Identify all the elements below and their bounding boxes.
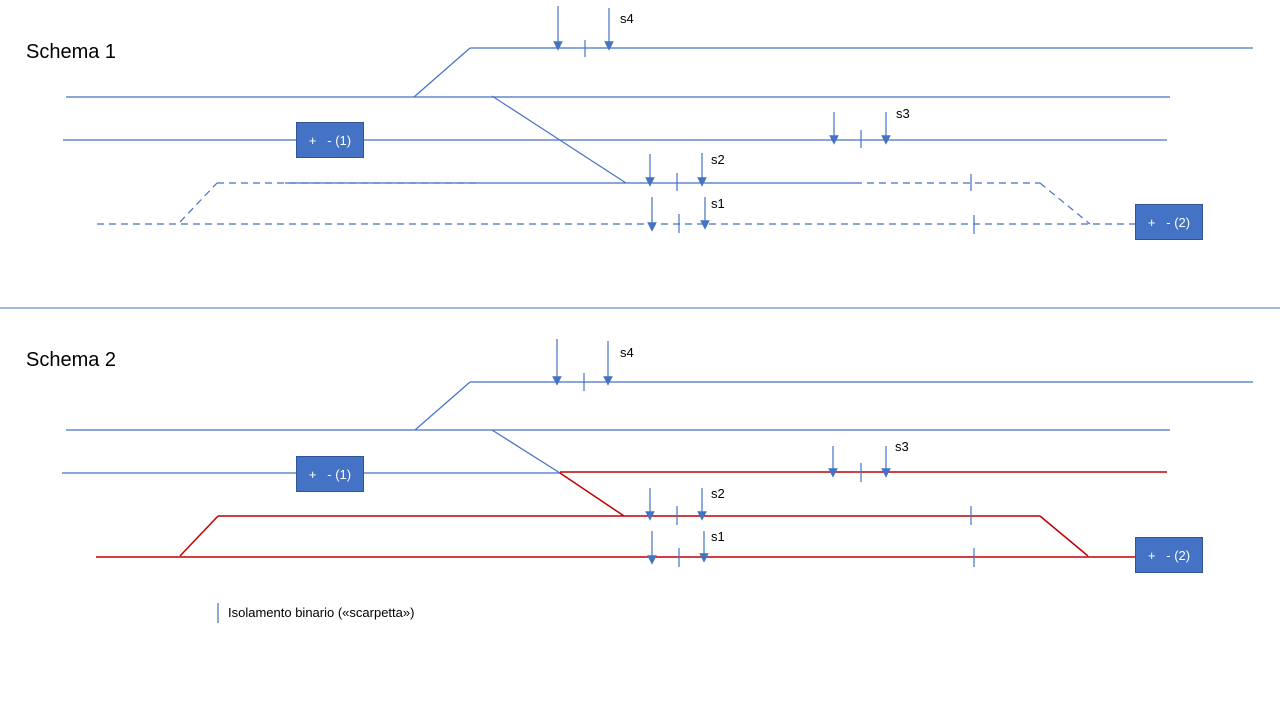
schema1-link-right	[1039, 182, 1091, 225]
legend-label: Isolamento binario («scarpetta»)	[228, 605, 415, 620]
schema1-switch-up	[413, 47, 471, 98]
schema1-switch-down	[491, 95, 627, 184]
powered-link-right	[1039, 515, 1089, 557]
power-supply-1: + - (1)	[296, 122, 364, 158]
signal-label-s4: s4	[620, 345, 634, 360]
schema1-title: Schema 1	[26, 41, 117, 63]
signal-label-s1: s1	[711, 529, 725, 544]
signal-label-s1: s1	[711, 196, 725, 211]
schema1-link-left	[179, 182, 218, 223]
schema2-powered-tracks	[96, 471, 1167, 558]
schema2-switch-up	[414, 381, 471, 431]
signal-label-s3: s3	[895, 439, 909, 454]
powered-switch	[559, 472, 625, 517]
powered-link-left	[179, 515, 219, 557]
power-supply-1: + - (1)	[296, 456, 364, 492]
signal-label-s3: s3	[896, 106, 910, 121]
schema2-markers	[645, 446, 975, 567]
schema2-switch-down	[491, 429, 561, 474]
power-supply-2: + - (2)	[1135, 204, 1203, 240]
signal-label-s4: s4	[620, 11, 634, 26]
signal-label-s2: s2	[711, 152, 725, 167]
power-supply-2: + - (2)	[1135, 537, 1203, 573]
schema2-tracks	[62, 339, 1253, 474]
schema1-tracks	[63, 6, 1253, 234]
signal-label-s2: s2	[711, 486, 725, 501]
schema2-title: Schema 2	[26, 349, 117, 371]
